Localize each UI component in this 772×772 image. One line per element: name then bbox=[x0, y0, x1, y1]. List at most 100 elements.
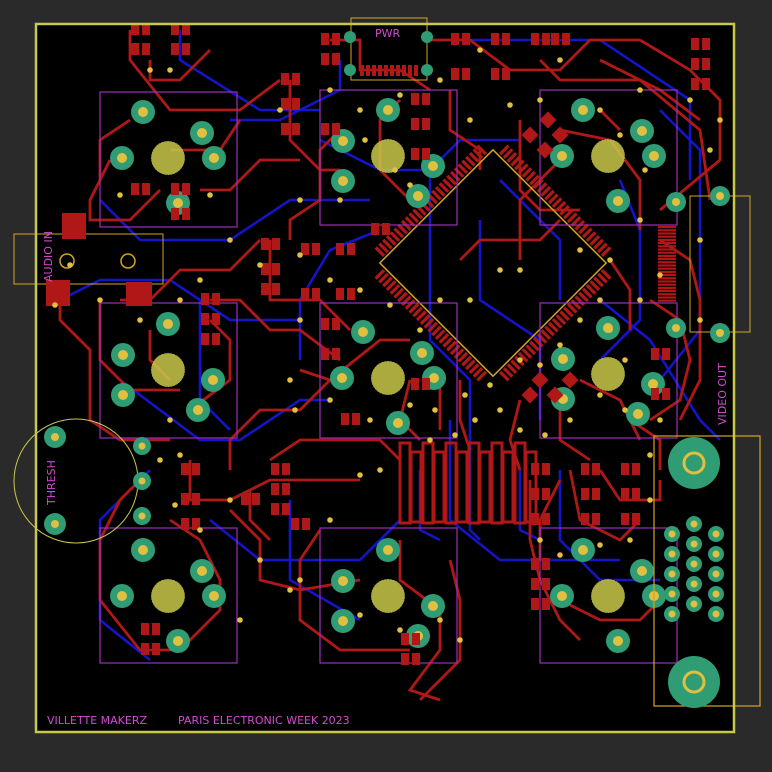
smd-pad bbox=[332, 318, 340, 330]
smd-pad bbox=[662, 388, 670, 400]
potentiometer bbox=[331, 98, 445, 208]
smd-pad bbox=[347, 288, 355, 300]
smd-pad bbox=[171, 208, 179, 220]
smd-pad bbox=[691, 58, 699, 70]
smd-pad bbox=[281, 98, 289, 110]
smd-pad bbox=[292, 123, 300, 135]
smd-pad bbox=[411, 148, 419, 160]
smd-pad bbox=[401, 653, 409, 665]
smd-pad bbox=[542, 33, 550, 45]
smd-pad bbox=[271, 463, 279, 475]
smd-pad bbox=[702, 58, 710, 70]
smd-pad bbox=[502, 33, 510, 45]
smd-pad bbox=[562, 33, 570, 45]
smd-pad bbox=[332, 33, 340, 45]
maker-label: VILLETTE MAKERZ bbox=[47, 714, 147, 727]
smd-pad bbox=[281, 73, 289, 85]
smd-pad bbox=[621, 513, 629, 525]
vga-connector bbox=[653, 435, 761, 708]
smd-pad bbox=[632, 488, 640, 500]
smd-pad bbox=[581, 513, 589, 525]
smd-pad bbox=[592, 488, 600, 500]
smd-array bbox=[432, 450, 446, 524]
smd-pad bbox=[201, 313, 209, 325]
smd-pad bbox=[292, 73, 300, 85]
smd-array bbox=[455, 450, 469, 524]
smd-pad bbox=[539, 111, 557, 129]
ic-pins-left bbox=[374, 144, 488, 258]
smd-pad bbox=[321, 53, 329, 65]
smd-pad bbox=[292, 98, 300, 110]
smd-pad bbox=[282, 483, 290, 495]
smd-pad bbox=[131, 23, 139, 35]
smd-pad bbox=[182, 183, 190, 195]
smd-pad bbox=[332, 348, 340, 360]
smd-pad bbox=[502, 68, 510, 80]
smd-pad bbox=[531, 558, 539, 570]
smd-pad bbox=[542, 578, 550, 590]
smd-pad bbox=[142, 183, 150, 195]
smd-pad bbox=[182, 23, 190, 35]
front-copper-layer bbox=[58, 30, 722, 702]
smd-pad bbox=[212, 333, 220, 345]
smd-array bbox=[409, 450, 423, 524]
smd-pad bbox=[201, 333, 209, 345]
smd-pad bbox=[252, 493, 260, 505]
smd-pad bbox=[261, 238, 269, 250]
smd-pad bbox=[261, 283, 269, 295]
smd-pad bbox=[171, 43, 179, 55]
smd-pad bbox=[651, 388, 659, 400]
smd-pad bbox=[491, 33, 499, 45]
smd-pad bbox=[181, 518, 189, 530]
video-header bbox=[658, 186, 751, 343]
smd-pad bbox=[542, 598, 550, 610]
smd-pad bbox=[182, 43, 190, 55]
smd-pad bbox=[301, 288, 309, 300]
vias bbox=[52, 47, 723, 643]
smd-pad bbox=[401, 633, 409, 645]
potentiometer bbox=[110, 100, 226, 215]
smd-pad bbox=[192, 518, 200, 530]
smd-pad bbox=[491, 68, 499, 80]
smd-pad bbox=[312, 288, 320, 300]
smd-pad bbox=[632, 463, 640, 475]
smd-pad bbox=[332, 123, 340, 135]
power-header bbox=[344, 17, 433, 81]
smd-pad bbox=[651, 348, 659, 360]
smd-pad bbox=[142, 23, 150, 35]
smd-pad bbox=[551, 126, 569, 144]
smd-pad bbox=[201, 293, 209, 305]
smd-pad bbox=[662, 348, 670, 360]
smd-pad bbox=[536, 141, 554, 159]
smd-pad bbox=[181, 493, 189, 505]
smd-pad bbox=[561, 371, 579, 389]
smd-array bbox=[524, 450, 538, 524]
smd-pad bbox=[542, 513, 550, 525]
smd-components bbox=[131, 23, 710, 665]
smd-pad bbox=[546, 386, 564, 404]
smd-pad bbox=[241, 493, 249, 505]
smd-pad bbox=[212, 313, 220, 325]
smd-pad bbox=[301, 243, 309, 255]
smd-pad bbox=[531, 371, 549, 389]
smd-pad bbox=[551, 33, 559, 45]
smd-pad bbox=[142, 43, 150, 55]
smd-pad bbox=[412, 633, 420, 645]
video-out-label: VIDEO OUT bbox=[716, 363, 729, 425]
pwr-label: PWR bbox=[375, 27, 401, 40]
smd-pad bbox=[352, 413, 360, 425]
smd-pad bbox=[531, 578, 539, 590]
thresh-label: THRESH bbox=[45, 460, 58, 506]
smd-pad bbox=[291, 518, 299, 530]
smd-pad bbox=[171, 23, 179, 35]
smd-pad bbox=[691, 78, 699, 90]
smd-pad bbox=[691, 38, 699, 50]
audio-jack bbox=[13, 213, 164, 306]
smd-pad bbox=[271, 483, 279, 495]
smd-pad bbox=[592, 513, 600, 525]
smd-pad bbox=[592, 463, 600, 475]
smd-pad bbox=[581, 463, 589, 475]
smd-pad bbox=[192, 493, 200, 505]
ic-pins-right bbox=[498, 268, 612, 382]
